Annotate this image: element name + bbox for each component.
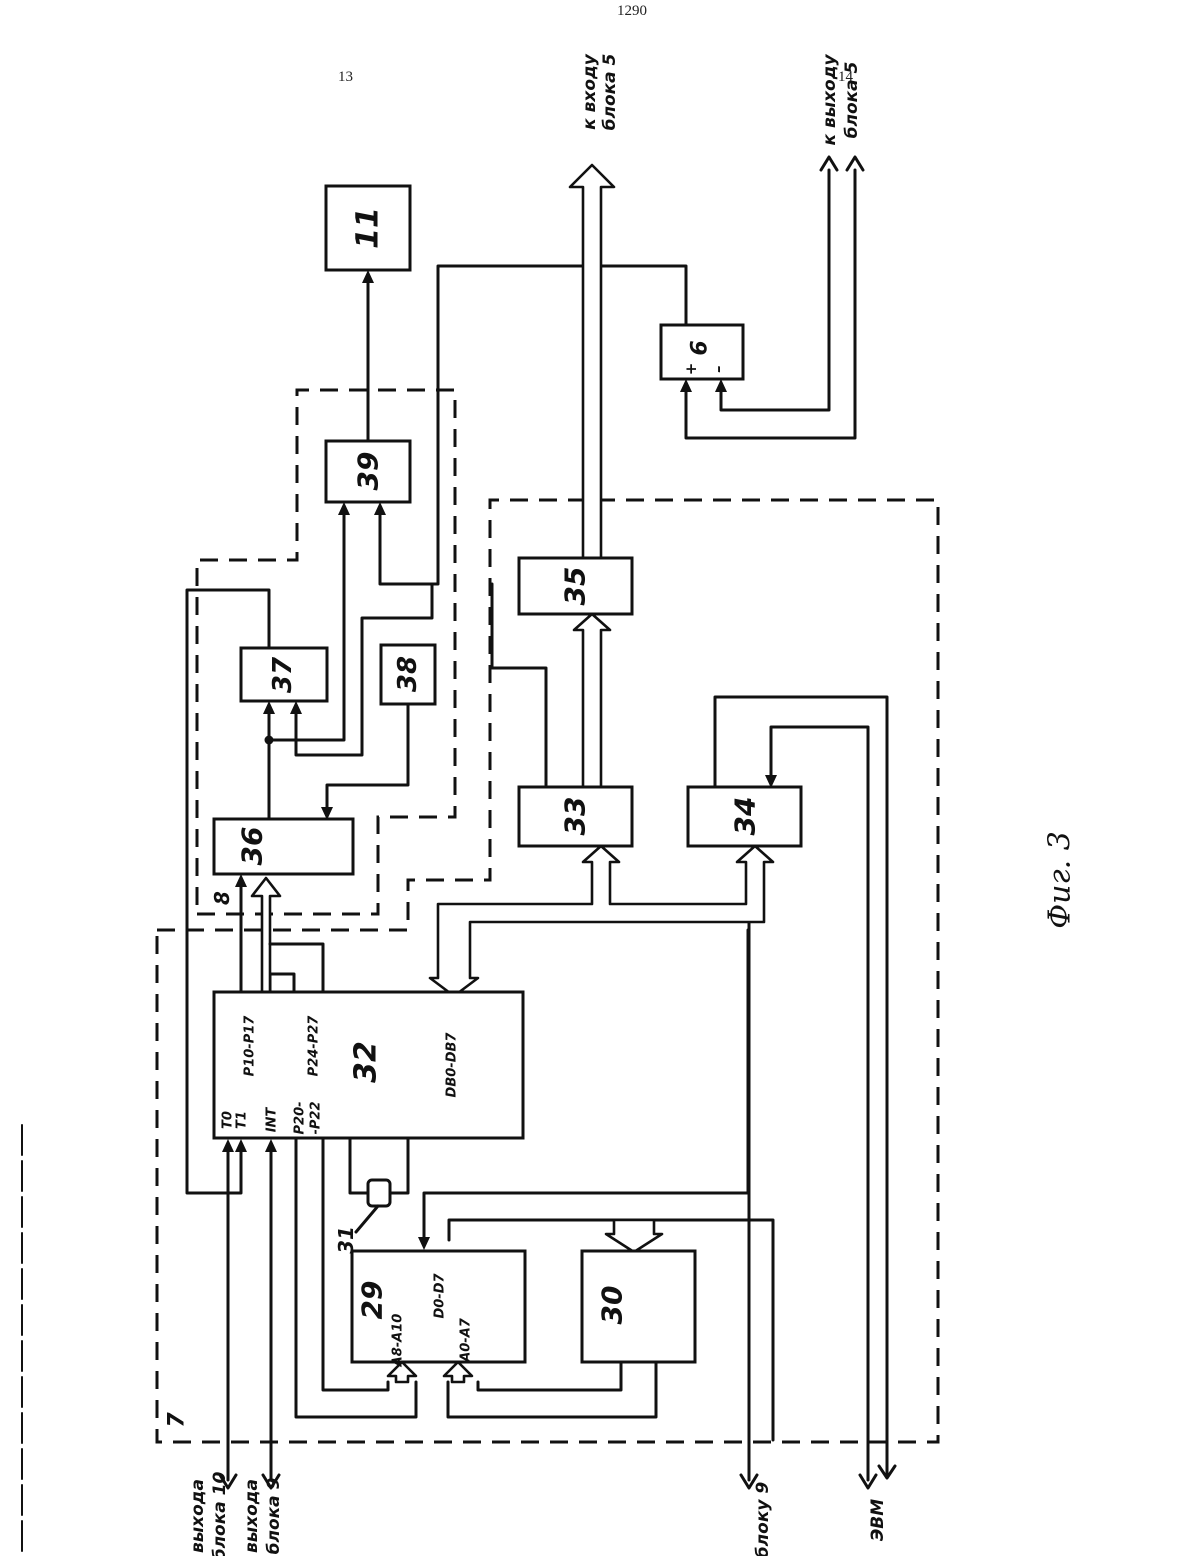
block-39-number: 39	[352, 452, 385, 491]
label-to-block5-line2: блока 5	[600, 54, 620, 131]
arrow-37-a	[263, 701, 275, 714]
wire-p24-loop	[270, 974, 294, 992]
bus-db-main	[430, 846, 773, 996]
pin-t0: T0	[221, 1111, 236, 1129]
arrow-29-d	[418, 1237, 430, 1250]
crystal-31-number: 31	[334, 1226, 358, 1254]
arrow-t1	[235, 1139, 247, 1152]
group-8-number: 8	[210, 891, 234, 905]
figure-caption: Фиг. 3	[1043, 831, 1078, 929]
block-35-number: 35	[559, 567, 592, 606]
block-29-number: 29	[356, 1281, 389, 1320]
arrowhead-from-block5-a	[821, 157, 837, 170]
block-38-number: 38	[393, 656, 423, 692]
block-30-number: 30	[596, 1286, 629, 1325]
pin-d0-d7: D0-D7	[433, 1273, 448, 1319]
wire-30-bottom	[478, 1362, 621, 1390]
pin-p20-line2: -P22	[309, 1101, 324, 1134]
label-from-block5-line2: блока 5	[842, 62, 862, 139]
crystal-31	[368, 1180, 390, 1206]
leader-31	[356, 1206, 378, 1232]
arrow-int	[265, 1139, 277, 1152]
block-36-number: 36	[236, 827, 269, 866]
arrow-to-11	[362, 270, 374, 283]
block-33-number: 33	[559, 797, 592, 836]
label-to-block9: блоку 9	[753, 1482, 773, 1556]
block-34-number: 34	[729, 797, 762, 836]
wire-6-to-39	[380, 266, 686, 584]
arrow-t0	[222, 1139, 234, 1152]
bus-30-top	[606, 1220, 662, 1252]
arrow-6-plus	[680, 379, 692, 392]
group-7-number: 7	[165, 1412, 190, 1428]
block-6-number: 6	[688, 340, 713, 355]
junction-dot	[265, 736, 274, 745]
arrow-39-left-input	[338, 502, 350, 515]
arrow-6-minus	[715, 379, 727, 392]
label-computer: ЭВМ	[868, 1499, 888, 1541]
arrow-37-b	[290, 701, 302, 714]
label-block10-line2: блока 10	[210, 1472, 230, 1556]
bus-a0-to-29	[444, 1362, 472, 1382]
pin-p20-line1: P20-	[293, 1101, 308, 1134]
pin-a0-a7: A0-A7	[459, 1317, 474, 1363]
arrowhead-from-block5-b	[847, 157, 863, 170]
wire-node-to-39	[269, 510, 344, 740]
block-6-plus: +	[682, 363, 700, 376]
pin-p24-p27: P24-P27	[307, 1015, 322, 1077]
block-32-number: 32	[349, 1041, 384, 1083]
block-6-minus: –	[709, 365, 727, 373]
group-7-outline	[157, 500, 938, 1442]
pin-db0-db7: DB0-DB7	[445, 1032, 460, 1098]
arrow-39-right-input	[374, 502, 386, 515]
pin-t1: T1	[235, 1111, 250, 1129]
bus-33-to-35	[574, 614, 610, 787]
label-from-block5-line1: к выходу	[820, 54, 840, 146]
wire-38-to-36	[327, 704, 408, 812]
pin-p10-p17: P10-P17	[243, 1015, 258, 1077]
block-37-number: 37	[268, 656, 298, 693]
pin-int: INT	[265, 1107, 280, 1133]
pin-a8-a10: A8-A10	[391, 1314, 406, 1368]
label-to-block5-line1: к входу	[580, 53, 600, 130]
bus-32-to-36-side	[270, 944, 323, 992]
label-block9-line1: выхода	[242, 1479, 262, 1553]
block-11-number: 11	[351, 207, 386, 249]
label-block9-line2: блока 9	[264, 1477, 284, 1554]
label-block10-line1: выхода	[188, 1479, 208, 1553]
arrow-36-left	[235, 874, 247, 887]
